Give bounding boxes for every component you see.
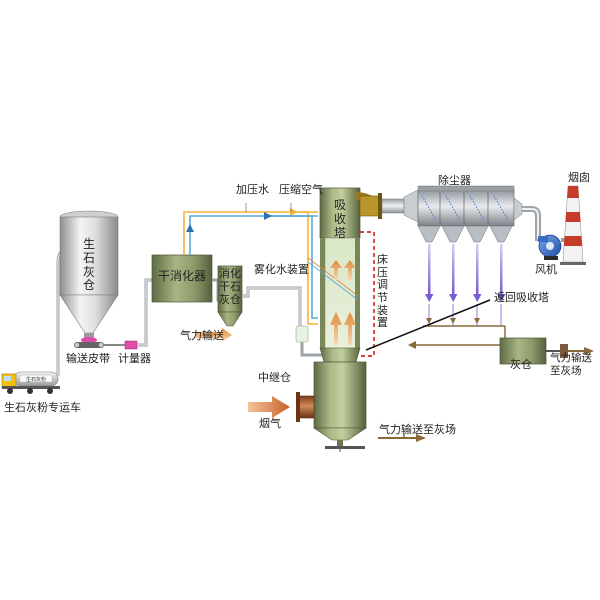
pneumatic-to-ash-yard-2-label: 气力输送至灰场 [550, 352, 592, 377]
atomized-water-device-label: 雾化水装置 [254, 263, 309, 276]
slaked-lime-bin [217, 265, 243, 327]
slaked-lime-bin-label: 消化干石灰仓 [219, 267, 241, 307]
lime-silo [59, 210, 119, 343]
pressurized-water-line [183, 208, 318, 325]
meter-label: 计量器 [118, 352, 151, 365]
flue-gas-label: 烟气 [259, 417, 281, 430]
bed-pressure-device-label: 床压调节装置 [377, 253, 388, 330]
lime-truck-icon: 生石灰粉 [1, 371, 60, 394]
belt-conveyor-label: 输送皮带 [66, 352, 110, 365]
absorber-label: 吸收塔 [333, 198, 346, 240]
compressed-air-line [186, 212, 318, 319]
chimney-icon [560, 185, 586, 265]
meter-icon [124, 340, 138, 350]
bed-pressure-loop [360, 231, 375, 357]
compressed-air-label: 压缩空气 [279, 183, 323, 196]
slaked-lime-pipe [242, 286, 302, 336]
fan-icon [538, 234, 562, 260]
dust-collector [403, 185, 523, 243]
pneumatic-arrow [196, 328, 232, 342]
flue-gas-arrow [248, 396, 290, 418]
relay-bin-label: 中继仓 [258, 371, 291, 384]
lime-silo-label: 生石灰仓 [82, 237, 95, 293]
return-to-absorber-label: 返回吸收塔 [494, 291, 549, 304]
hopper-discharge-arrows [425, 244, 506, 302]
pressurized-water-label: 加压水 [236, 183, 269, 196]
return-to-absorber-line [365, 299, 491, 351]
lime-feed-pipe [137, 278, 152, 347]
ash-bin-label: 灰仓 [510, 358, 532, 371]
dry-slaker [151, 254, 213, 303]
chimney-label: 烟囱 [568, 171, 590, 184]
fan-label: 风机 [535, 263, 557, 276]
pneumatic-transport-label: 气力输送 [180, 329, 224, 342]
absorber-tower [307, 187, 367, 449]
belt-conveyor-icon [74, 342, 104, 348]
pneumatic-to-ash-yard-label: 气力输送至灰场 [379, 423, 456, 436]
dry-slaker-label: 干消化器 [158, 269, 207, 283]
relay-bin [295, 325, 309, 343]
ash-bin [499, 337, 568, 365]
truck-plate-text: 生石灰粉 [26, 376, 46, 383]
lime-truck-label: 生石灰粉专运车 [4, 401, 81, 414]
ash-bin-outlet-arrow [584, 347, 594, 355]
absorber-flow-arrows [330, 260, 356, 345]
ash-discharge-arrow [416, 434, 426, 442]
flue-gas-inlet [296, 392, 315, 422]
dust-collector-label: 除尘器 [438, 174, 471, 187]
